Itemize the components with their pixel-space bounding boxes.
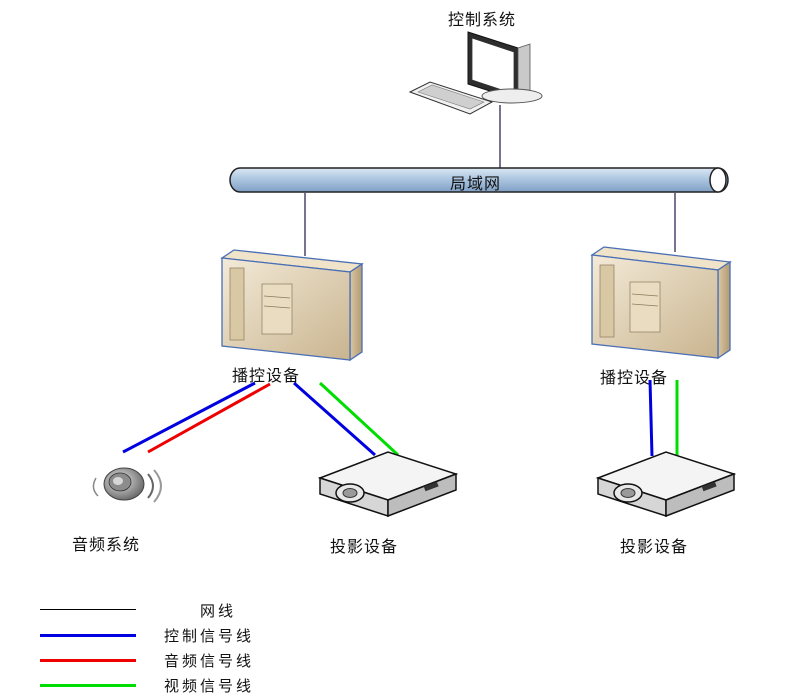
lan-pipe: [229, 167, 729, 193]
legend-item-video: 视频信号线: [40, 675, 340, 695]
control-signal-line-audio: [122, 381, 256, 454]
legend-swatch-video: [40, 684, 136, 687]
legend-label-video: 视频信号线: [164, 677, 255, 695]
label-player-left: 播控设备: [232, 366, 301, 385]
control-signal-line-projector-right: [648, 379, 654, 457]
label-projector-left: 投影设备: [330, 537, 399, 556]
legend-swatch-audio: [40, 659, 136, 662]
legend-item-audio: 音频信号线: [40, 650, 340, 670]
computer-icon: [408, 31, 543, 115]
server-icon-left: [220, 249, 364, 362]
label-projector-right: 投影设备: [620, 537, 689, 556]
label-audio-system: 音频系统: [72, 535, 141, 554]
legend-label-control: 控制信号线: [164, 627, 255, 645]
projector-icon-left: [317, 451, 459, 518]
video-signal-line-projector-left: [318, 381, 400, 457]
projector-icon-right: [595, 451, 737, 518]
legend-item-network: 网线: [40, 600, 340, 620]
label-control-system: 控制系统: [448, 10, 517, 29]
label-lan: 局域网: [450, 174, 502, 193]
legend-swatch-network: [40, 609, 136, 610]
legend-label-network: 网线: [200, 602, 237, 620]
label-player-right: 播控设备: [600, 368, 669, 387]
speaker-icon: [92, 467, 162, 503]
legend-item-control: 控制信号线: [40, 625, 340, 645]
legend-label-audio: 音频信号线: [164, 652, 255, 670]
control-signal-line-projector-left: [293, 381, 376, 457]
legend-swatch-control: [40, 634, 136, 637]
audio-signal-line: [147, 382, 271, 454]
server-icon-right: [590, 246, 732, 360]
